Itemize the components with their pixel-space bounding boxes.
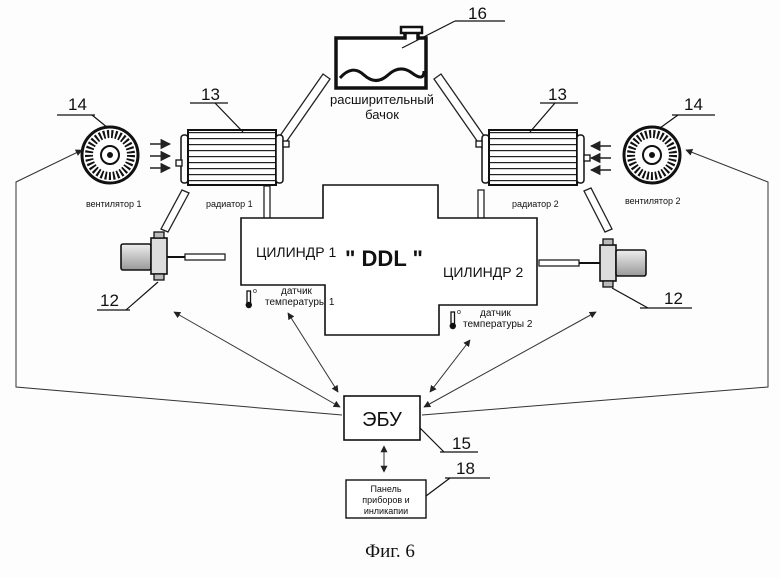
panel-label-line1: Панель	[370, 484, 401, 494]
callout-leader	[420, 428, 444, 452]
expansion-tank-icon	[336, 27, 426, 88]
callout-leader	[426, 478, 450, 496]
radiator-icon	[176, 130, 289, 185]
tank-label-line1: расширительный	[330, 92, 434, 107]
callout-panel: 18	[456, 459, 475, 478]
radiator-1-label: радиатор 1	[206, 199, 253, 209]
callout-leader	[530, 103, 555, 132]
fan-icon	[82, 127, 138, 183]
pump-icon	[579, 239, 646, 287]
airflow-arrows-right	[591, 146, 611, 170]
engine-label: " DDL "	[345, 246, 423, 271]
callout-tank: 16	[468, 4, 487, 23]
callout-fan-right: 14	[684, 95, 703, 114]
callout-leader	[92, 115, 108, 128]
fan-2-label: вентилятор 2	[625, 196, 680, 206]
callout-fan-left: 14	[68, 95, 87, 114]
figure-caption: Фиг. 6	[365, 541, 415, 562]
svg-text:o: o	[253, 288, 257, 295]
callout-pump-left: 12	[100, 291, 119, 310]
thermometer-icon: o	[450, 309, 461, 329]
temp-sensor-2-label-line2: температуры 2	[463, 319, 533, 330]
callout-leader	[126, 282, 158, 310]
panel-label-line2: приборов и	[362, 495, 409, 505]
callout-leader	[660, 115, 678, 128]
radiator-2-label: радиатор 2	[512, 199, 559, 209]
callout-radiator-left: 13	[201, 85, 220, 104]
callout-ecu: 15	[452, 434, 471, 453]
callout-leader	[215, 103, 243, 132]
callout-radiator-right: 13	[548, 85, 567, 104]
tank-label-line2: бачок	[365, 107, 399, 122]
temp-sensor-2-label-line1: датчик	[480, 308, 512, 319]
callout-pump-right: 12	[664, 289, 683, 308]
fan-icon	[624, 127, 680, 183]
temp-sensor-1-label-line2: температуры 1	[265, 297, 335, 308]
fan-1-label: вентилятор 1	[86, 199, 141, 209]
callout-leader	[612, 288, 648, 308]
thermometer-icon: o	[246, 288, 257, 308]
temp-sensor-1-label-line1: датчик	[281, 286, 313, 297]
airflow-arrows-left	[150, 144, 170, 168]
cylinder-2-label: ЦИЛИНДР 2	[443, 264, 523, 280]
svg-text:o: o	[457, 309, 461, 316]
panel-label-line3: инликапии	[364, 506, 408, 516]
radiator-icon	[476, 130, 590, 185]
ecu-label: ЭБУ	[362, 409, 402, 431]
cylinder-1-label: ЦИЛИНДР 1	[256, 244, 336, 260]
pump-icon	[121, 232, 185, 280]
